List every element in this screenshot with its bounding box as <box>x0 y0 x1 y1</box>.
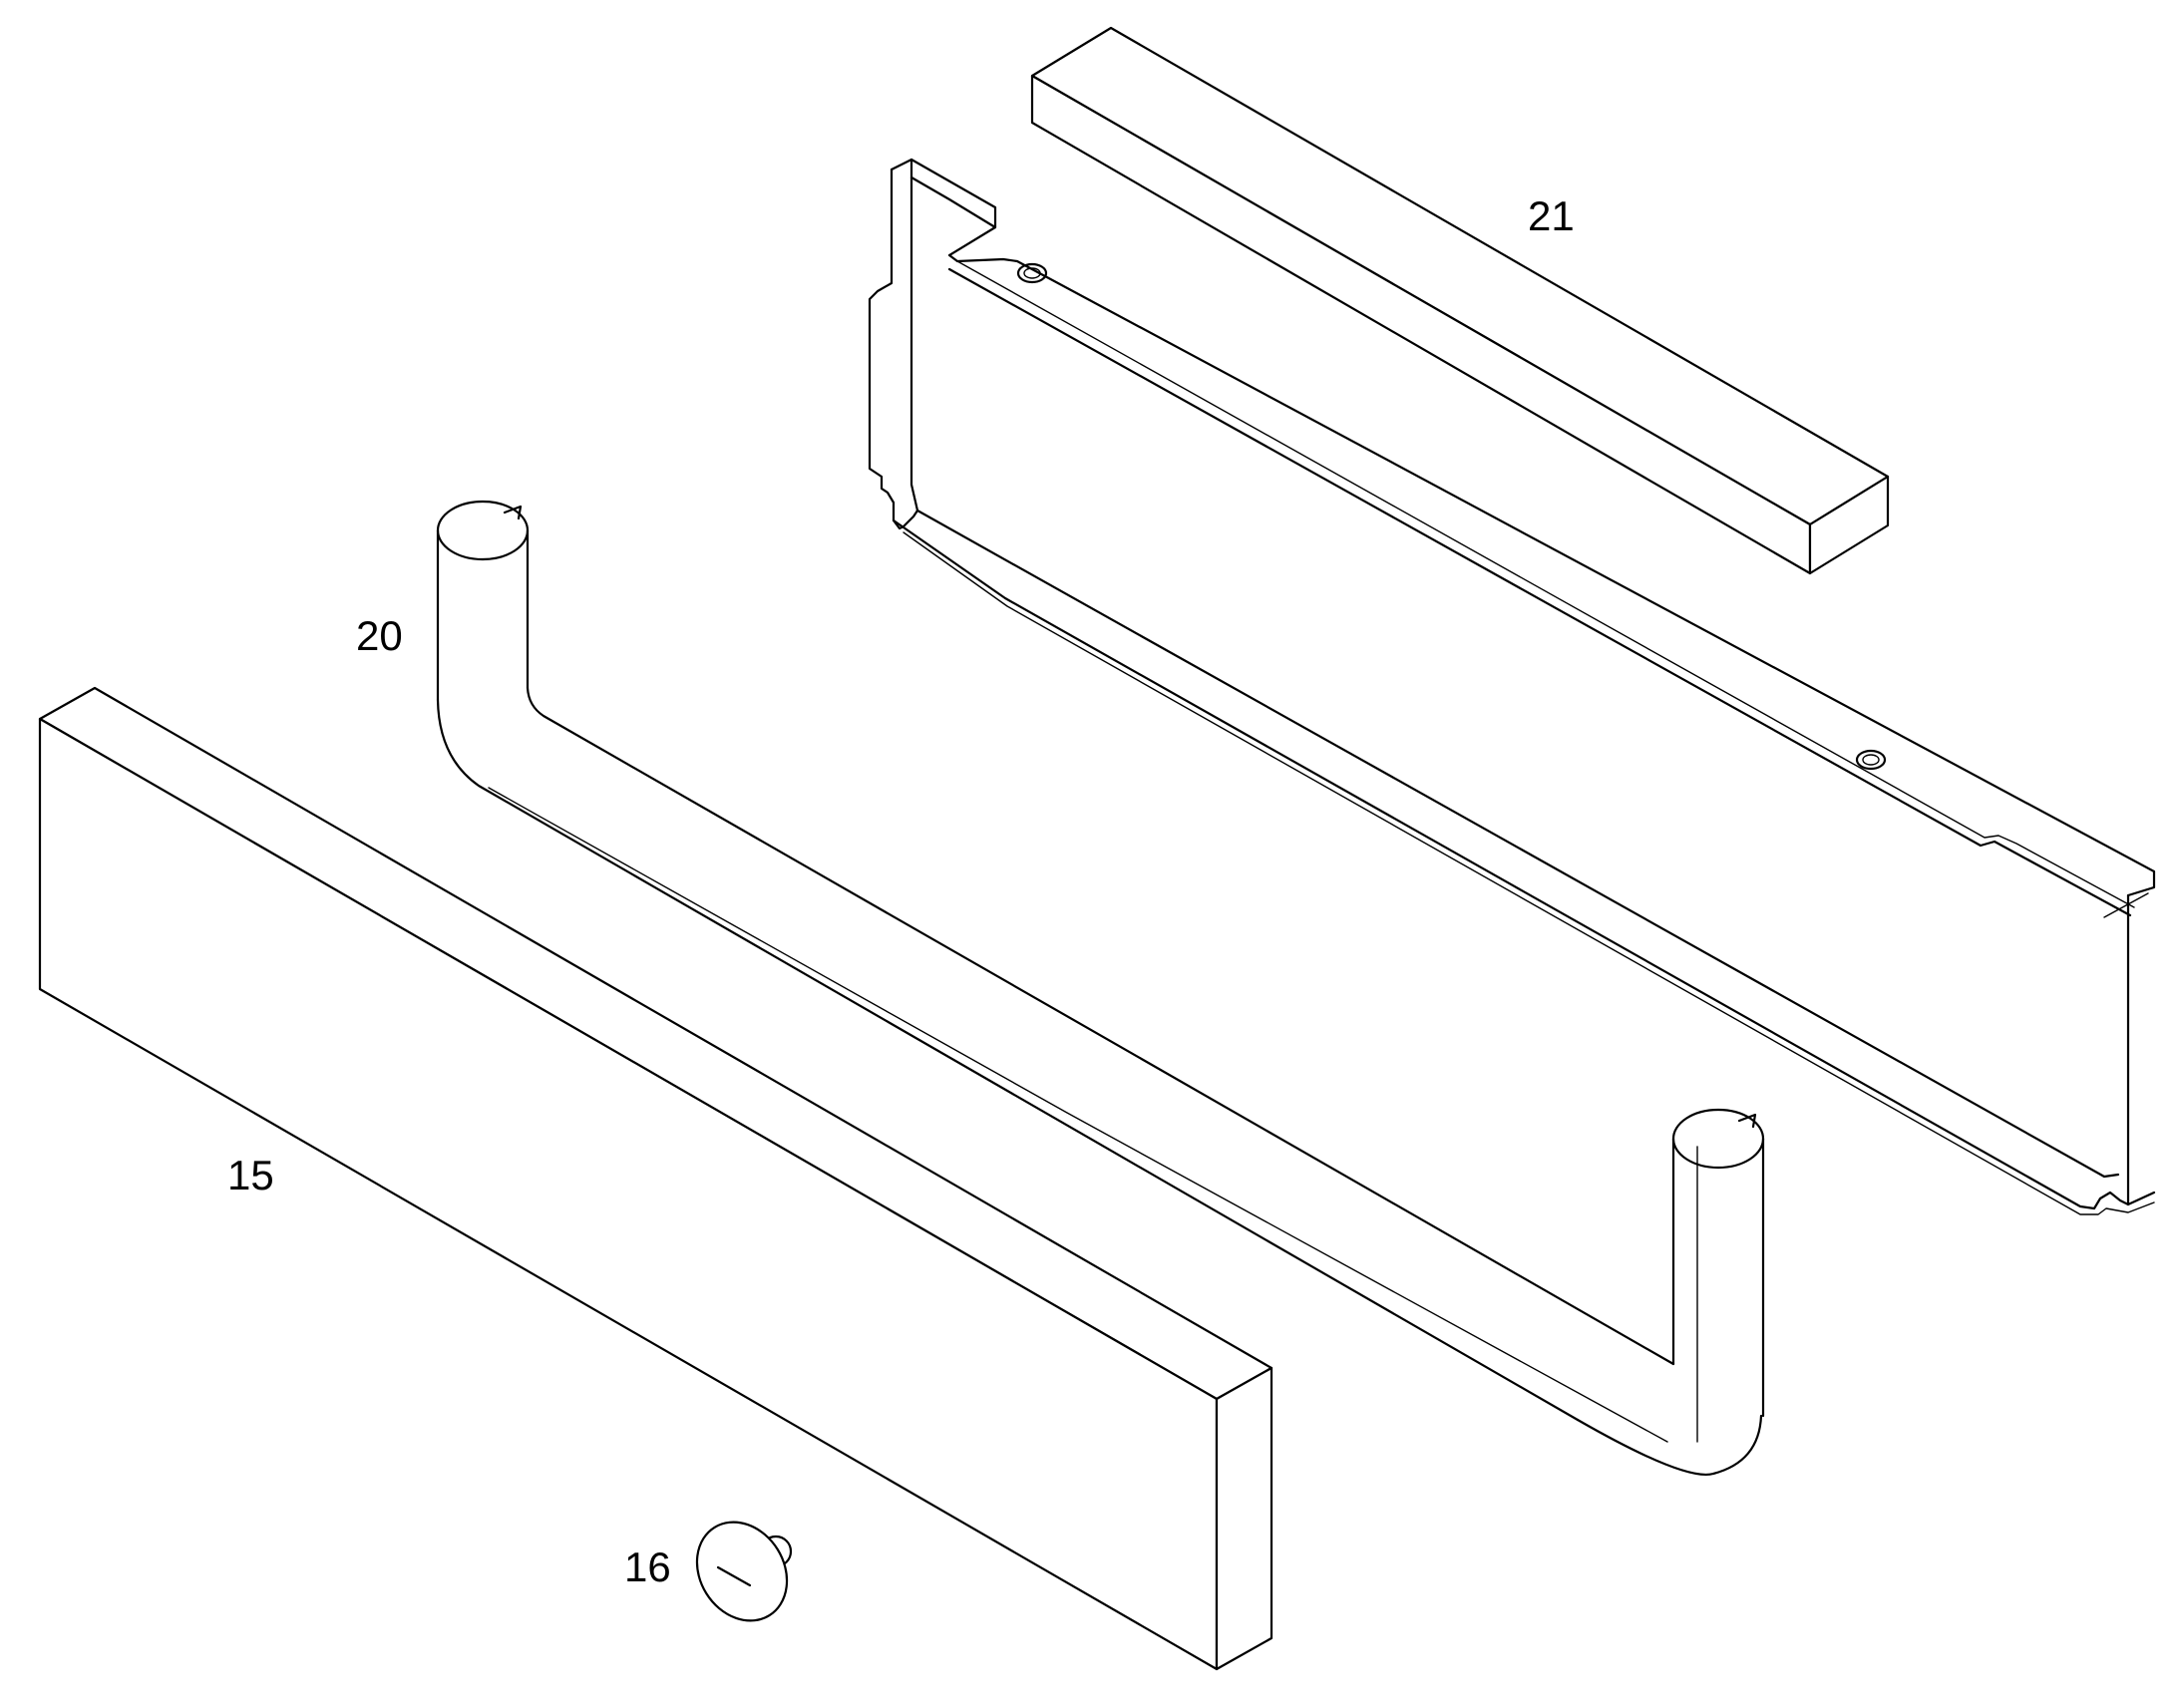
handle-right-tab <box>1737 1113 1757 1129</box>
channel-left-end-inner <box>909 175 919 512</box>
part-15-lower-bar <box>38 686 1273 1671</box>
screw-cap-slot <box>716 1565 752 1587</box>
channel-back-wall-top-2 <box>956 260 2135 908</box>
handle-right-bend-outer <box>1576 1414 1763 1476</box>
channel-right-end-flange <box>2103 892 2149 918</box>
part-label-21: 21 <box>1528 192 1575 239</box>
channel-top-inner-edge <box>909 175 997 229</box>
channel-bottom-front <box>892 518 2156 1210</box>
part-21-end-face <box>1808 475 1890 575</box>
channel-hole-left <box>1016 262 1048 284</box>
part-21-upper-bar <box>1030 26 1890 575</box>
channel-left-end <box>868 168 919 530</box>
handle-bar-top-edge <box>488 787 1668 1443</box>
channel-hole-right-inner <box>1862 754 1880 766</box>
channel-bottom-front-2 <box>903 531 2155 1215</box>
part-label-20: 20 <box>356 612 403 659</box>
channel-bracket <box>868 158 2156 1215</box>
screw-cap-head <box>695 1521 789 1622</box>
handle-right-post-top <box>1671 1108 1765 1170</box>
channel-back-wall-top <box>947 267 2132 917</box>
part-20-u-handle <box>436 500 1765 1476</box>
part-21-top-face <box>1030 26 1890 526</box>
part-21-front-face <box>1030 74 1812 575</box>
part-label-15: 15 <box>227 1152 274 1198</box>
handle-left-tab <box>503 505 523 520</box>
handle-left-post-top <box>436 500 530 561</box>
handle-left-bend-inner <box>526 686 1675 1366</box>
part-label-16: 16 <box>624 1543 671 1590</box>
channel-hole-left-inner <box>1023 267 1041 279</box>
part-15-front-face <box>38 717 1219 1671</box>
channel-floor-back <box>915 509 2120 1179</box>
handle-left-bend-outer <box>436 698 1580 1422</box>
part-16-screw-cap <box>695 1521 793 1622</box>
part-15-end-face <box>1215 1366 1273 1671</box>
channel-hole-right <box>1855 749 1887 771</box>
